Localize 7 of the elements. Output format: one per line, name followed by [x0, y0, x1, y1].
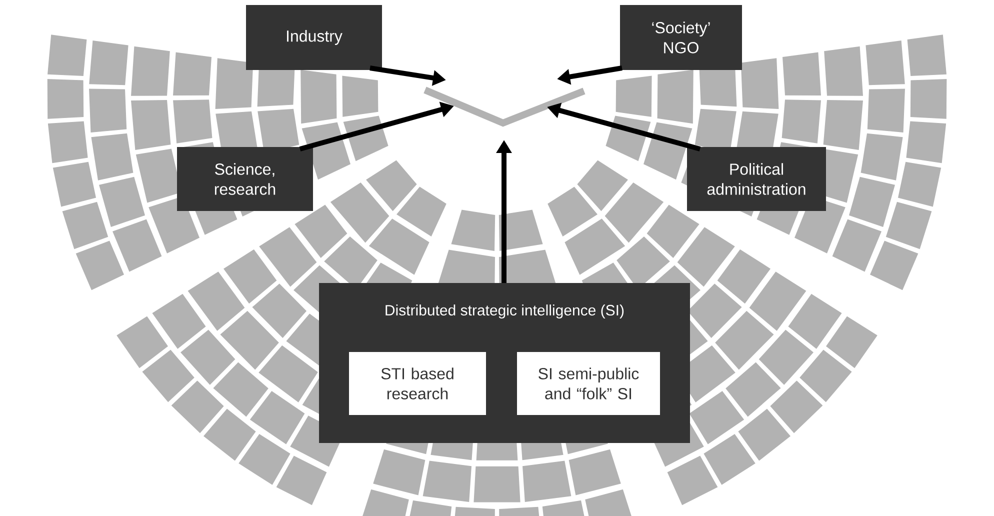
label-box: ‘Society’ NGO	[620, 5, 742, 70]
label-box: Political administration	[687, 147, 826, 211]
inner-box: STI based research	[349, 352, 486, 415]
inner-box: SI semi-public and “folk” SI	[517, 352, 660, 415]
chevron-shape	[424, 86, 586, 127]
label-box: Industry	[246, 5, 382, 70]
label-box: Science, research	[177, 147, 313, 211]
